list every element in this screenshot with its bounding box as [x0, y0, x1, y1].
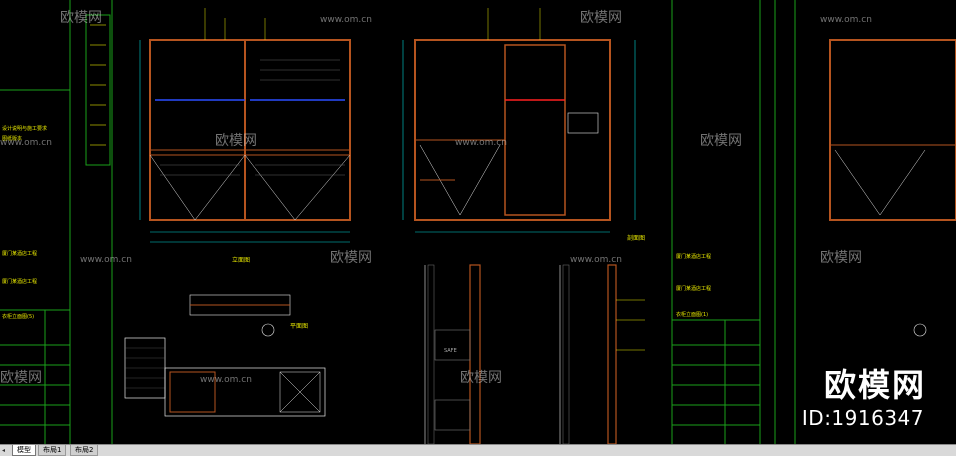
- svg-text:设计说明与施工要求: 设计说明与施工要求: [2, 125, 47, 132]
- section-detail-a: [424, 264, 481, 444]
- watermark-brand-3: 欧模网: [215, 133, 257, 149]
- section-detail-b: [559, 264, 645, 444]
- bottom-plan-view: [124, 337, 326, 417]
- project-name-right: 厦门某酒店工程: [676, 253, 711, 260]
- wardrobe-elevation-2: [402, 8, 636, 233]
- wardrobe-elevation-1: [139, 8, 351, 243]
- plan-detail: [189, 294, 291, 337]
- sheet-name-right: 衣柜立面图(1): [676, 311, 708, 318]
- watermark-url-2: www.om.cn: [820, 15, 872, 25]
- elevation-title-2: 剖面图: [627, 234, 645, 242]
- wardrobe-elevation-3-partial: [774, 0, 956, 444]
- watermark-brand-1: 欧模网: [60, 10, 102, 26]
- tab-scroll-left-icon[interactable]: ◂: [2, 447, 6, 454]
- watermark-brand-8: 欧模网: [0, 370, 42, 386]
- svg-text:厦门某酒店工程: 厦门某酒店工程: [2, 278, 37, 285]
- tab-layout-1[interactable]: 布局1: [38, 445, 67, 456]
- title-block-right: [671, 0, 761, 444]
- watermark-url-3: www.om.cn: [455, 138, 507, 148]
- watermark-brand-5: 欧模网: [330, 250, 372, 266]
- watermark-brand-4: 欧模网: [700, 133, 742, 149]
- svg-text:图纸版本: 图纸版本: [2, 135, 22, 142]
- title-block-left: [0, 0, 71, 444]
- watermark-brand-7: 欧模网: [460, 370, 502, 386]
- site-logo: 欧模网: [823, 366, 926, 404]
- watermarks: 欧模网 www.om.cn 欧模网 www.om.cn 欧模网 www.om.c…: [0, 10, 872, 386]
- project-name-right-2: 厦门某酒店工程: [676, 285, 711, 292]
- site-id-text: ID:1916347: [801, 406, 924, 430]
- elevation-title-1: 立面图: [232, 256, 250, 264]
- watermark-brand-2: 欧模网: [580, 10, 622, 26]
- sheet-name-left: 衣柜立面图(5): [2, 313, 34, 320]
- title-block-left-text: 设计说明与施工要求 图纸版本 厦门某酒店工程 厦门某酒店工程 衣柜立面图(5): [2, 125, 47, 320]
- plan-title: 平面图: [290, 323, 308, 330]
- svg-text:厦门某酒店工程: 厦门某酒店工程: [2, 250, 37, 257]
- watermark-url-5: www.om.cn: [80, 255, 132, 265]
- safe-label: SAFE: [444, 348, 457, 354]
- watermark-url-7: www.om.cn: [200, 375, 252, 385]
- cad-drawing-canvas[interactable]: 设计说明与施工要求 图纸版本 厦门某酒店工程 厦门某酒店工程 衣柜立面图(5): [0, 0, 956, 444]
- notes-column: [85, 0, 113, 444]
- watermark-url-6: www.om.cn: [570, 255, 622, 265]
- layout-tab-bar: ◂ 模型 布局1 布局2: [0, 444, 956, 456]
- tab-layout-2[interactable]: 布局2: [70, 445, 99, 456]
- watermark-url-1: www.om.cn: [320, 15, 372, 25]
- tab-model[interactable]: 模型: [12, 445, 36, 456]
- watermark-url-4: www.om.cn: [0, 138, 52, 148]
- watermark-brand-6: 欧模网: [820, 250, 862, 266]
